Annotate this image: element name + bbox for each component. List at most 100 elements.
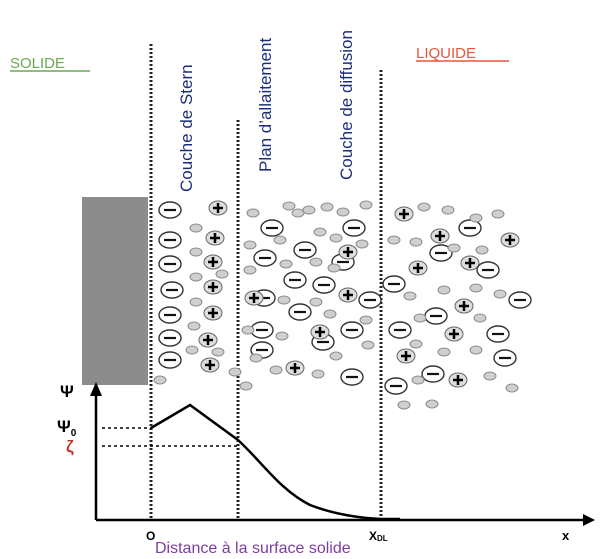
solvent-molecule-icon [437,347,451,357]
positive-ion-icon [310,324,330,340]
negative-ion-icon [358,291,382,309]
negative-ion-icon [283,271,307,289]
solvent-molecule-icon [189,272,203,282]
solvent-molecule-icon [302,205,316,215]
x-axis-arrow-icon [583,514,595,526]
negative-ion-icon [312,276,336,294]
positive-ion-icon [244,290,264,306]
solvent-molecule-icon [336,207,350,217]
solvent-molecule-icon [239,381,253,391]
solvent-molecule-icon [491,209,505,219]
negative-ion-icon [158,329,182,347]
positive-ion-icon [338,244,358,260]
solvent-molecule-icon [409,237,423,247]
positive-ion-icon [430,228,450,244]
solvent-molecule-icon [187,321,201,331]
solvent-molecule-icon [413,313,427,323]
solvent-molecule-icon [189,223,203,233]
shear-plane-label: Plan d’allaitement [256,38,275,172]
solvent-molecule-icon [469,283,483,293]
solvent-molecule-icon [425,399,439,409]
solvent-molecule-icon [483,371,497,381]
solvent-molecule-icon [327,263,341,273]
solvent-molecule-icon [243,265,257,275]
solvent-molecule-icon [493,289,507,299]
negative-ion-icon [293,241,317,259]
solvent-molecule-icon [189,247,203,257]
solvent-molecule-icon [249,353,263,363]
diffuse-layer-label: Couche de diffusion [337,30,356,180]
solvent-molecule-icon [211,347,225,357]
solvent-molecule-icon [153,375,167,385]
ion-field [153,200,532,410]
negative-ion-icon [384,377,408,395]
solvent-molecule-icon [189,297,203,307]
positive-ion-icon [208,200,228,216]
solvent-molecule-icon [275,331,289,341]
psi0-label: Ψ0 [57,417,77,439]
negative-ion-icon [158,201,182,219]
solvent-molecule-icon [387,235,401,245]
negative-ion-icon [158,351,182,369]
negative-ion-icon [476,261,500,279]
positive-ion-icon [203,279,223,295]
psi-label: Ψ [60,382,74,401]
solvent-molecule-icon [475,245,489,255]
solvent-molecule-icon [215,269,229,279]
positive-ion-icon [500,232,520,248]
solvent-molecule-icon [243,240,257,250]
negative-ion-icon [508,291,532,309]
solvent-molecule-icon [309,257,323,267]
y-axis-arrow-icon [90,382,102,396]
negative-ion-icon [160,281,184,299]
solvent-molecule-icon [277,295,291,305]
solvent-molecule-icon [320,202,334,212]
liquide-label: LIQUIDE [416,45,476,62]
negative-ion-icon [158,306,182,324]
negative-ion-icon [288,303,312,321]
negative-ion-icon [253,249,277,267]
solvent-molecule-icon [329,351,343,361]
positive-ion-icon [285,360,305,376]
solvent-molecule-icon [311,369,325,379]
positive-ion-icon [408,260,428,276]
negative-ion-icon [493,349,517,367]
negative-ion-icon [421,365,445,383]
negative-ion-icon [340,321,364,339]
solvent-molecule-icon [359,315,373,325]
solvent-molecule-icon [282,201,296,211]
positive-ion-icon [198,332,218,348]
solvent-molecule-icon [403,291,417,301]
solvent-molecule-icon [228,367,242,377]
solvent-molecule-icon [313,227,327,237]
solvent-molecule-icon [269,365,283,375]
zeta-label: ζ [66,437,74,456]
solvent-molecule-icon [505,383,519,393]
negative-ion-icon [342,219,366,237]
positive-ion-icon [460,255,480,271]
solvent-molecule-icon [246,208,260,218]
solvent-molecule-icon [329,233,343,243]
negative-ion-icon [382,275,406,293]
positive-ion-icon [200,357,220,373]
negative-ion-icon [260,219,284,237]
potential-curve [150,403,400,521]
positive-ion-icon [394,206,414,222]
solvent-molecule-icon [473,313,487,323]
positive-ion-icon [338,287,358,303]
solid-surface [82,197,148,385]
solvent-molecule-icon [273,235,287,245]
solvent-molecule-icon [355,239,369,249]
xdl-label: XDL [369,529,388,543]
solvent-molecule-icon [291,208,305,218]
negative-ion-icon [388,321,412,339]
negative-ion-icon [486,325,510,343]
negative-ion-icon [424,307,448,325]
negative-ion-icon [158,255,182,273]
solvent-molecule-icon [241,325,255,335]
positive-ion-icon [396,348,416,364]
solvent-molecule-icon [323,309,337,319]
caption: Distance à la surface solide [155,540,351,557]
positive-ion-icon [448,372,468,388]
